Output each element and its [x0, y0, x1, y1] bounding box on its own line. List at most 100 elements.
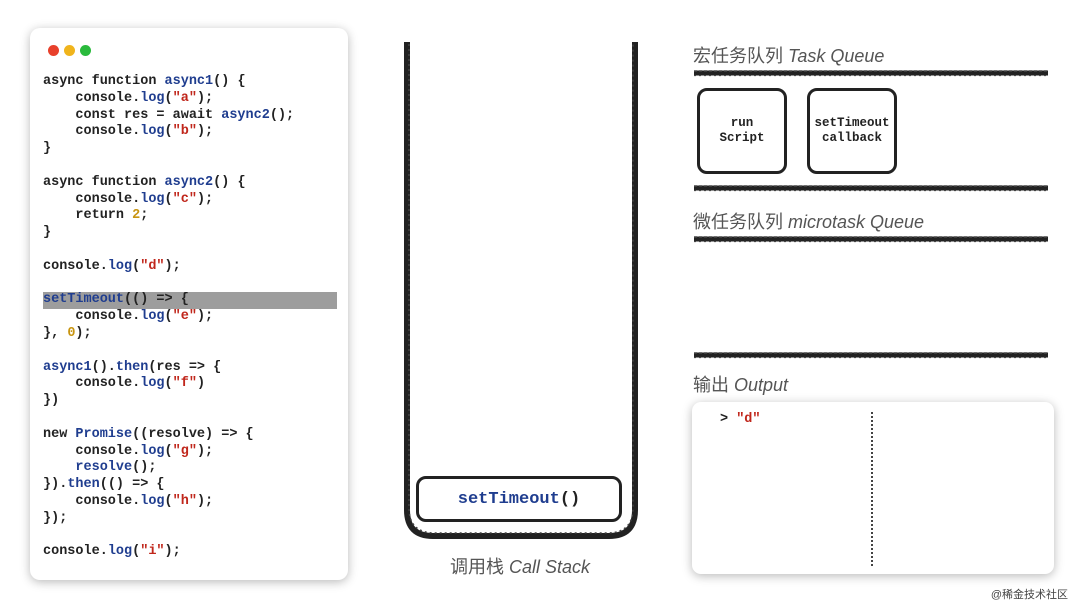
code-line: console.log("f") [43, 376, 336, 393]
code-token: "c" [172, 191, 197, 207]
microtask-queue-title-cn: 微任务队列 [693, 212, 783, 232]
code-token: then [67, 477, 100, 493]
code-token: "d" [140, 258, 165, 274]
code-token: async1 [43, 359, 92, 375]
code-token: }); [43, 510, 68, 526]
code-token: async function [43, 174, 165, 190]
code-token: "b" [172, 124, 197, 140]
code-token: (() => { [124, 292, 189, 308]
code-token: ); [196, 493, 214, 509]
code-token: ( [132, 258, 141, 274]
code-line [43, 343, 336, 360]
output-line: > "d" [720, 412, 761, 427]
code-line: console.log("e"); [43, 309, 336, 326]
code-token: console. [43, 124, 141, 140]
stack-frame-fn: setTimeout [457, 489, 560, 509]
code-line: }) [43, 393, 336, 410]
code-token: ( [164, 376, 173, 392]
code-token: ( [164, 443, 173, 459]
microtask-queue-title: 微任务队列 microtask Queue [693, 208, 924, 234]
code-token: console. [43, 376, 141, 392]
code-line: setTimeout(() => { [43, 292, 337, 310]
code-token: ); [196, 443, 214, 459]
task-queue-top-rail [694, 70, 1048, 77]
code-panel: async function async1() { console.log("a… [30, 28, 348, 580]
call-stack-container [404, 42, 638, 539]
code-token: ); [164, 544, 181, 560]
code-token: Promise [75, 426, 133, 442]
code-token: } [43, 225, 52, 241]
output-value: "d" [736, 412, 761, 427]
task-item-run-script: run Script [697, 88, 787, 174]
code-token: ( [164, 493, 173, 509]
close-dot-icon [48, 45, 59, 56]
microtask-queue-bottom-rail [694, 352, 1048, 359]
output-prompt: > [720, 412, 737, 427]
code-token: async1 [164, 74, 214, 89]
code-token: log [140, 493, 165, 509]
code-token: "i" [140, 544, 165, 560]
code-token: }) [43, 393, 60, 409]
task-queue-title-en: Task Queue [788, 46, 885, 66]
call-stack-label-cn: 调用栈 [449, 557, 504, 577]
code-token: async function [43, 74, 165, 89]
code-token: () { [213, 174, 246, 190]
code-token: async2 [164, 174, 214, 190]
code-token: 0 [67, 325, 76, 341]
code-token: } [43, 141, 52, 157]
code-token: console. [43, 309, 141, 325]
code-token: (); [269, 107, 295, 123]
code-token: log [140, 90, 165, 106]
stack-frame-settimeout: setTimeout() [416, 476, 622, 522]
code-line: async1().then(res => { [43, 360, 336, 377]
microtask-queue-top-rail [694, 236, 1048, 243]
code-token: ); [196, 90, 214, 106]
code-line: } [43, 141, 336, 158]
code-token: log [140, 443, 165, 459]
code-line: console.log("a"); [43, 91, 336, 108]
code-token: log [140, 376, 165, 392]
code-token: ); [75, 325, 92, 341]
code-token: ( [164, 191, 173, 207]
code-token: "a" [172, 90, 197, 106]
code-token: async2 [221, 107, 270, 123]
code-line [43, 158, 336, 175]
code-token: ; [140, 208, 149, 224]
code-token: (); [132, 460, 157, 476]
code-listing: async function async1() { console.log("a… [43, 74, 337, 561]
code-line: console.log("c"); [43, 192, 336, 209]
code-line: console.log("b"); [43, 124, 336, 141]
code-token: ( [164, 90, 173, 106]
code-token: log [140, 309, 165, 325]
code-token: (() => { [99, 477, 165, 493]
code-token: resolve [75, 460, 133, 476]
code-token: () { [213, 74, 246, 89]
code-token [43, 460, 75, 475]
stack-frame-args: () [559, 489, 581, 509]
code-line: } [43, 225, 336, 242]
code-token: then [115, 359, 149, 375]
code-token: console. [43, 443, 141, 459]
code-token: "h" [172, 493, 197, 509]
code-token: ( [132, 544, 141, 560]
code-token: 2 [132, 208, 141, 224]
code-line: console.log("d"); [43, 259, 336, 276]
code-token: log [140, 191, 165, 207]
task-queue-bottom-rail [694, 185, 1048, 192]
code-token: console. [43, 90, 141, 106]
code-token: log [140, 124, 165, 140]
watermark: @稀金技术社区 [990, 589, 1068, 601]
code-token: "g" [172, 443, 197, 459]
code-line: const res = await async2(); [43, 108, 336, 125]
code-token: console. [43, 493, 141, 509]
minimize-dot-icon [64, 45, 75, 56]
code-token: }). [43, 477, 68, 493]
code-token: log [107, 258, 133, 274]
code-line: }); [43, 511, 336, 528]
output-title: 输出 Output [693, 371, 788, 397]
code-token: const res = await [43, 107, 222, 123]
task-item-settimeout-callback: setTimeout callback [807, 88, 897, 174]
maximize-dot-icon [80, 45, 91, 56]
code-token: ( [164, 309, 173, 325]
code-token: new [43, 426, 76, 442]
